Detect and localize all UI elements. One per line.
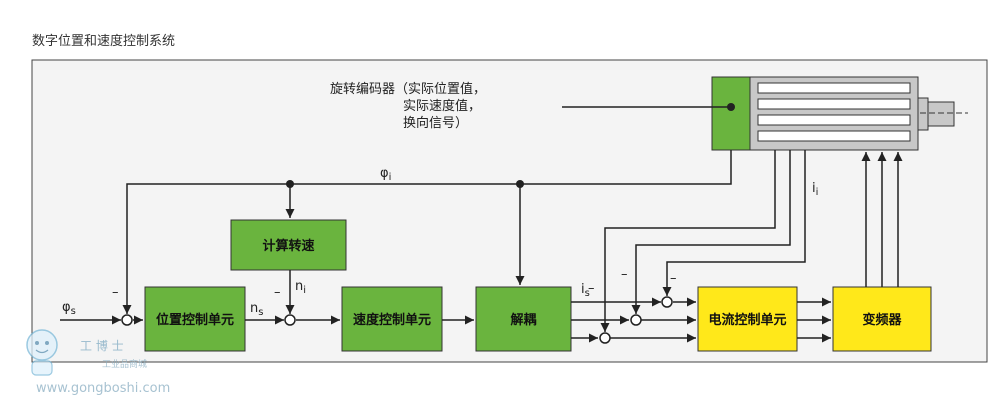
signal-phi-i: φi [380,166,391,183]
minus-sign: – [621,267,628,282]
speed-ctrl-label: 速度控制单元 [353,312,431,328]
signal-lines [60,150,903,343]
sum-point-position [121,314,133,326]
watermark: 工 博 士 工业品商城 www.gongboshi.com [26,329,170,396]
encoder-note-line2: 实际速度值， [403,98,481,114]
signal-phi-s: φs [62,300,76,317]
encoder-note-line1: 旋转编码器（实际位置值， [330,81,486,97]
sum-point-current-3 [599,332,611,344]
speed-calc-label: 计算转速 [262,238,314,254]
motor-shaft-collar [917,97,929,131]
inverter-label: 变频器 [862,312,902,328]
motor-shaft [927,101,955,127]
speed-calc-block: 计算转速 [230,219,347,271]
watermark-brand: 工 博 士 [80,338,124,353]
junction-dot [286,180,294,188]
current-ctrl-label: 电流控制单元 [708,312,786,328]
decoupling-block: 解耦 [475,286,572,352]
signal-i-s: is [581,282,590,299]
robot-mascot-icon [26,329,58,376]
position-ctrl-block: 位置控制单元 [144,286,246,352]
minus-sign: – [274,285,281,300]
position-ctrl-label: 位置控制单元 [156,312,234,328]
junction-dot [516,180,524,188]
signal-i-i: ii [812,181,818,198]
encoder-block [711,76,751,151]
sum-point-current-1 [661,296,673,308]
signal-n-s: ns [250,301,263,318]
motor [711,76,968,151]
diagram-title: 数字位置和速度控制系统 [32,34,176,49]
sum-point-current-2 [630,314,642,326]
decoupling-label: 解耦 [509,312,536,328]
minus-sign: – [112,285,119,300]
speed-ctrl-block: 速度控制单元 [341,286,443,352]
encoder-note-line3: 换向信号） [403,115,468,131]
watermark-url: www.gongboshi.com [36,381,170,396]
signal-n-i: ni [295,279,306,296]
sum-point-speed [284,314,296,326]
current-ctrl-block: 电流控制单元 [697,286,798,352]
watermark-sub: 工业品商城 [102,358,147,370]
inverter-block: 变频器 [832,286,932,352]
minus-sign: – [670,271,677,286]
minus-sign: – [588,281,595,296]
